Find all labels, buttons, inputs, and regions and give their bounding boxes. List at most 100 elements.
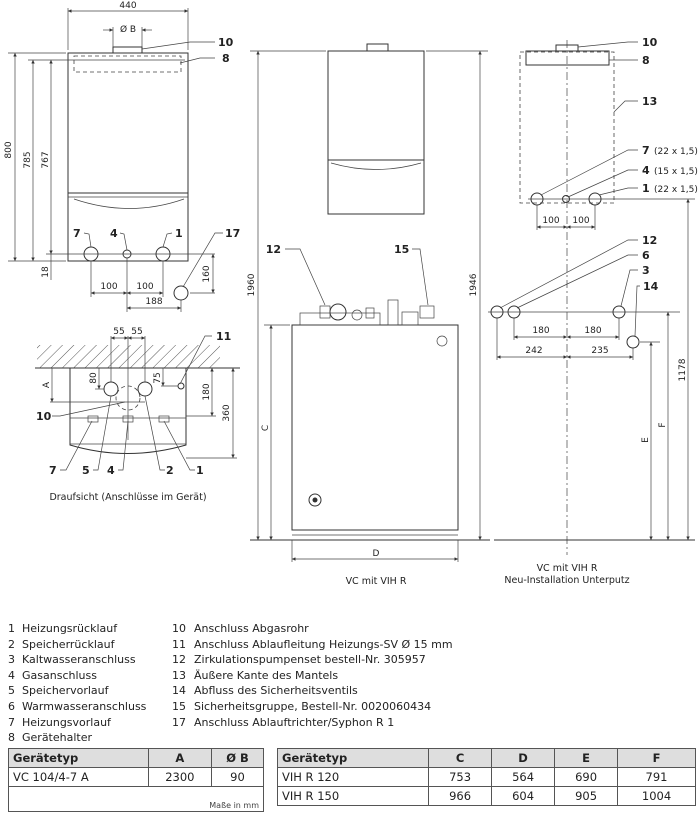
- table-cell: VIH R 150: [276, 786, 430, 806]
- table-cell: VC 104/4-7 A: [8, 767, 149, 787]
- callout-1: 1: [642, 182, 650, 195]
- units-note: Maße in mm: [8, 786, 264, 812]
- legend-label: Äußere Kante des Mantels: [194, 668, 339, 682]
- legend-item: 17 Anschluss Ablauftrichter/Syphon R 1: [172, 715, 453, 731]
- callout-4: 4: [642, 164, 650, 177]
- legend-label: Warmwasseranschluss: [22, 699, 147, 713]
- legend-item: 10 Anschluss Abgasrohr: [172, 621, 453, 637]
- dim-spacing: 100: [100, 282, 117, 292]
- callout-8: 8: [642, 54, 650, 67]
- dim-height-767: 767: [41, 151, 51, 168]
- connection-11: [177, 382, 185, 390]
- legend-label: Zirkulationspumpenset bestell-Nr. 305957: [194, 653, 426, 667]
- table-header: D: [491, 748, 556, 768]
- table-cell: 2300: [147, 767, 212, 787]
- legend-number: 8: [8, 731, 15, 745]
- callout-7: 7: [49, 464, 57, 477]
- boiler-outline: [327, 50, 425, 215]
- callout-14: 14: [643, 280, 659, 293]
- dim-180: 180: [202, 383, 212, 400]
- callout-11: 11: [216, 330, 231, 343]
- safety-group-15: [387, 299, 435, 326]
- device-holder: [525, 50, 610, 66]
- dim-height-18: 18: [41, 266, 51, 278]
- table-cell: 690: [554, 767, 619, 787]
- callout-10: 10: [642, 36, 658, 49]
- connection-5: [103, 381, 119, 397]
- legend-label: Heizungsrücklauf: [22, 622, 118, 635]
- caption-top-view: Draufsicht (Anschlüsse im Gerät): [49, 492, 206, 503]
- table-cell: 791: [617, 767, 696, 787]
- table-cell: 90: [210, 767, 265, 787]
- dim-spacing: 180: [584, 326, 601, 336]
- legend-label: Abfluss des Sicherheitsventils: [194, 684, 358, 698]
- legend-label: Heizungsvorlauf: [22, 715, 111, 729]
- table-header: Gerätetyp: [8, 748, 149, 768]
- legend-number: 15: [172, 699, 186, 713]
- dim-spacing: 235: [591, 346, 608, 356]
- legend-label: Speichervorlauf: [22, 684, 109, 698]
- callout-6: 6: [642, 249, 650, 262]
- table-cell: 753: [428, 767, 493, 787]
- table-header: Ø B: [210, 748, 265, 768]
- dim-F: F: [658, 422, 668, 427]
- dim-spacing: 242: [525, 346, 542, 356]
- legend-number: 11: [172, 637, 186, 651]
- legend-number: 17: [172, 715, 186, 729]
- dim-spacing: 55: [113, 327, 124, 337]
- legend-label: Kaltwasseranschluss: [22, 653, 136, 667]
- table-header: E: [554, 748, 619, 768]
- installation-view: 100 100 180 180 242 235 E F 1178 10 8 13…: [488, 36, 698, 586]
- callout-17: 17: [225, 227, 240, 240]
- legend-item: 5 Speichervorlauf: [8, 683, 146, 699]
- legend-label: Sicherheitsgruppe, Bestell-Nr. 002006043…: [194, 699, 432, 713]
- callout-15: 15: [394, 243, 409, 256]
- legend-label: Anschluss Abgasrohr: [194, 622, 309, 635]
- legend-label: Gasanschluss: [22, 668, 97, 682]
- table-cell: 604: [491, 786, 556, 806]
- callout-12: 12: [266, 243, 281, 256]
- device-holder: [73, 55, 182, 73]
- dim-height-1946: 1946: [469, 273, 479, 296]
- legend-label: Anschluss Ablauftrichter/Syphon R 1: [194, 715, 395, 729]
- callout-12: 12: [642, 234, 657, 247]
- callout-4: 4: [110, 227, 118, 240]
- legend-number: 13: [172, 668, 186, 682]
- callout-8: 8: [222, 52, 230, 65]
- dim-spacing: 188: [145, 297, 162, 307]
- table-cell: 905: [554, 786, 619, 806]
- table-cell: 1004: [617, 786, 696, 806]
- legend-number: 10: [172, 622, 186, 635]
- table-header: Gerätetyp: [276, 748, 430, 768]
- dim-spacing: 100: [542, 216, 559, 226]
- table-header: F: [617, 748, 696, 768]
- dim-C: C: [261, 425, 271, 431]
- caption-installation-sub: Neu-Installation Unterputz: [504, 575, 629, 586]
- boiler-outline: [67, 52, 189, 262]
- spec-4: (15 x 1,5): [654, 167, 698, 177]
- callout-4: 4: [107, 464, 115, 477]
- legend-number: 5: [8, 684, 15, 698]
- legend-number: 4: [8, 668, 15, 682]
- dim-D: D: [373, 549, 380, 559]
- dim-E: E: [641, 437, 651, 443]
- connection-2: [137, 381, 153, 397]
- callout-7: 7: [642, 144, 650, 157]
- legend-item: 4 Gasanschluss: [8, 668, 146, 684]
- callout-13: 13: [642, 95, 657, 108]
- legend-item: 13 Äußere Kante des Mantels: [172, 668, 453, 684]
